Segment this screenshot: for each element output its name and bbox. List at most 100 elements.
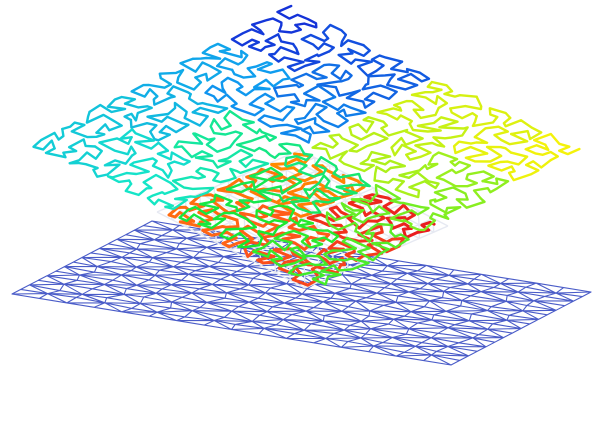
upper-curve-segment xyxy=(321,23,365,48)
upper-curve-layer xyxy=(32,4,581,286)
upper-curve-segment xyxy=(229,158,270,179)
upper-curve-segment xyxy=(85,110,123,134)
upper-curve-segment xyxy=(297,222,340,244)
upper-curve-segment xyxy=(204,84,238,108)
upper-curve-segment xyxy=(472,177,510,200)
upper-curve-segment xyxy=(334,86,376,109)
upper-curve-segment xyxy=(316,69,353,89)
lower-curve-segment xyxy=(327,240,384,262)
upper-curve-segment xyxy=(258,175,303,197)
upper-curve-segment xyxy=(432,126,469,148)
upper-curve-segment xyxy=(325,211,359,233)
upper-curve-segment xyxy=(240,166,284,190)
upper-curve-segment xyxy=(303,102,349,129)
upper-curve-segment xyxy=(88,95,137,114)
lower-curve-segment xyxy=(401,220,436,240)
upper-curve-segment xyxy=(268,204,314,226)
upper-curve-segment xyxy=(223,109,263,135)
upper-curve-segment xyxy=(225,182,272,204)
upper-curve-segment xyxy=(311,264,354,286)
upper-curve-segment xyxy=(173,140,214,159)
upper-curve-segment xyxy=(179,57,222,82)
upper-curve-segment xyxy=(409,212,450,232)
upper-curve-segment xyxy=(370,230,410,251)
upper-curve-segment xyxy=(366,73,419,91)
upper-curve-segment xyxy=(426,80,478,98)
upper-curve-segment xyxy=(194,148,254,169)
lower-curve-segment xyxy=(331,172,366,195)
upper-curve-segment xyxy=(303,187,341,204)
upper-curve-segment xyxy=(452,135,489,155)
upper-curve-segment xyxy=(487,151,529,173)
upper-curve-segment xyxy=(251,237,293,260)
upper-curve-segment xyxy=(286,50,331,73)
upper-curve-segment xyxy=(390,130,424,157)
upper-curve-segment xyxy=(442,170,495,188)
upper-curve-segment xyxy=(230,23,265,47)
upper-curve-segment xyxy=(164,191,209,211)
upper-curve-segment xyxy=(362,116,409,137)
upper-curve-segment xyxy=(433,186,486,209)
lower-curve-segment xyxy=(291,263,343,287)
upper-curve-segment xyxy=(197,211,249,230)
upper-curve-segment xyxy=(195,166,237,184)
upper-curve-segment xyxy=(287,255,329,277)
upper-curve-segment xyxy=(146,181,179,207)
upper-curve-segment xyxy=(235,130,277,153)
upper-curve-segment xyxy=(253,68,291,91)
upper-curve-segment xyxy=(435,160,472,181)
upper-curve-segment xyxy=(191,42,232,60)
upper-curve-segment xyxy=(354,222,394,243)
upper-curve-segment xyxy=(237,226,279,249)
upper-curve-segment xyxy=(178,202,220,226)
upper-curve-segment xyxy=(273,78,305,103)
upper-curve-segment xyxy=(92,154,134,178)
upper-curve-segment xyxy=(356,54,404,77)
upper-curve-segment xyxy=(297,156,339,178)
upper-curve-segment xyxy=(332,168,371,189)
upper-curve-segment xyxy=(124,173,172,197)
upper-curve-segment xyxy=(167,101,209,127)
lower-curve-segment xyxy=(221,224,271,249)
upper-curve-segment xyxy=(123,102,153,122)
upper-curve-segment xyxy=(323,247,370,271)
upper-curve-segment xyxy=(270,246,320,268)
lower-curve-segment xyxy=(306,213,348,235)
lower-curve-segment xyxy=(258,194,313,218)
upper-curve-segment xyxy=(146,112,190,134)
upper-curve-segment xyxy=(220,76,271,97)
upper-curve-segment xyxy=(158,68,203,91)
upper-curve-segment xyxy=(311,141,349,162)
upper-curve-segment xyxy=(68,145,103,170)
upper-curve-segment xyxy=(219,218,258,243)
upper-curve-segment xyxy=(293,116,331,135)
upper-curve-segment xyxy=(230,92,276,117)
upper-curve-segment xyxy=(171,175,215,194)
upper-curve-segment xyxy=(393,99,440,120)
upper-curve-segment xyxy=(473,125,529,146)
upper-curve-segment xyxy=(32,127,65,151)
upper-curve-segment xyxy=(373,177,421,199)
upper-curve-segment xyxy=(257,102,296,128)
upper-curve-segment xyxy=(410,88,449,110)
upper-curve-segment xyxy=(129,157,173,179)
upper-curve-segment xyxy=(507,158,552,182)
upper-curve-segment xyxy=(533,132,581,156)
upper-curve-segment xyxy=(348,120,389,145)
upper-curve-segment xyxy=(337,44,373,65)
upper-curve-segment xyxy=(130,76,173,98)
upper-curve-segment xyxy=(524,143,559,162)
upper-curve-segment xyxy=(231,61,273,79)
upper-curve-segment xyxy=(152,85,192,106)
upper-curve-segment xyxy=(449,95,483,120)
upper-curve-segment xyxy=(390,60,431,83)
upper-curve-segment xyxy=(321,95,367,118)
lower-curve-segment xyxy=(287,221,331,242)
upper-curve-segment xyxy=(209,118,243,143)
upper-curve-segment xyxy=(471,107,512,128)
upper-curve-segment xyxy=(119,128,169,152)
upper-curve-segment xyxy=(216,49,249,72)
upper-curve-segment xyxy=(341,236,390,262)
